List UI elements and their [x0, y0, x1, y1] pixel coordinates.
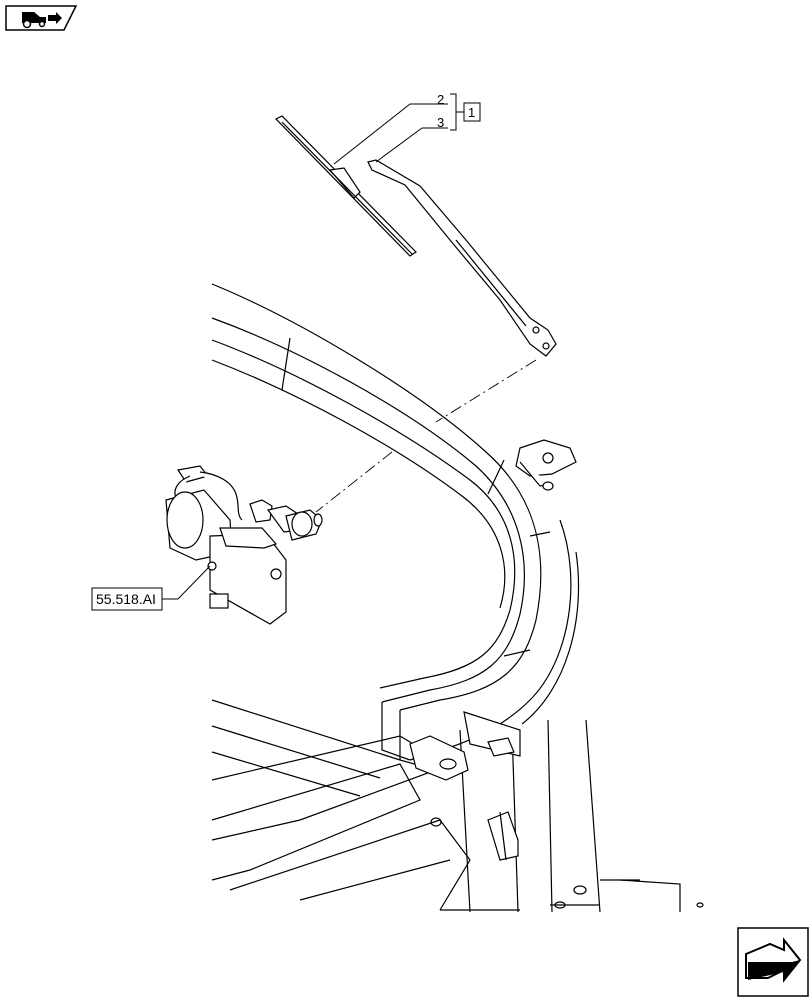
reference-callout [91, 565, 211, 611]
wiper-arm [367, 159, 557, 357]
callout-2: 2 [437, 92, 444, 107]
assembly-lines [315, 359, 537, 513]
wiper-motor [165, 465, 323, 625]
callout-bracket [333, 93, 481, 165]
tractor-cab-icon [5, 5, 78, 31]
next-page-arrow-icon[interactable] [737, 927, 809, 997]
frame-brackets [409, 439, 577, 861]
callout-1: 1 [468, 105, 475, 120]
wiper-blade [274, 115, 417, 257]
callout-3: 3 [437, 115, 444, 130]
reference-label[interactable]: 55.518.AI [96, 591, 156, 607]
